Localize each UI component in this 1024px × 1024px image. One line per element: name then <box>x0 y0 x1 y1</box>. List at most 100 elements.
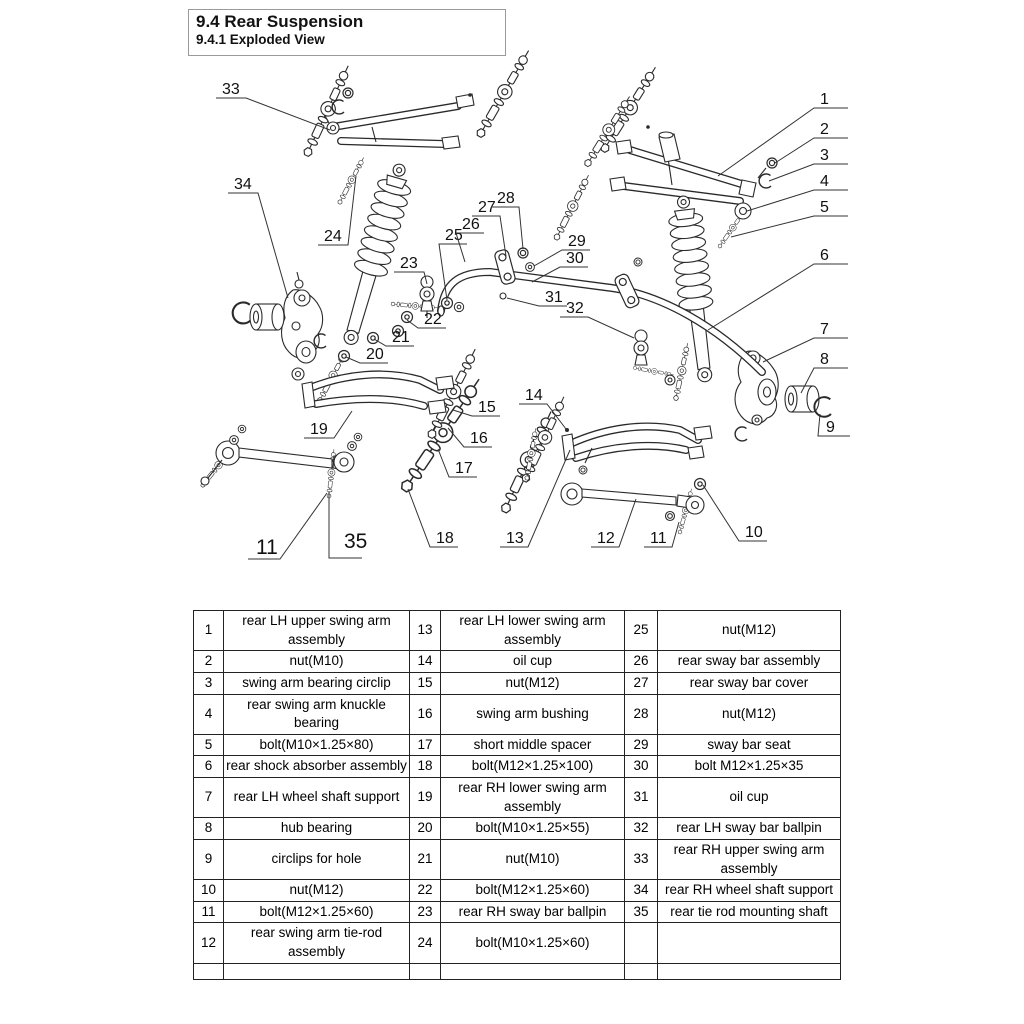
part-num-cell: 31 <box>624 776 658 819</box>
callout-13: 13 <box>500 449 571 548</box>
part-desc-cell: nut(M10) <box>440 838 625 881</box>
part-desc-cell: rear sway bar assembly <box>657 650 841 673</box>
leader-line <box>373 338 414 347</box>
leader-line <box>447 427 492 448</box>
callout-1-label: 1 <box>820 91 829 108</box>
part-num-cell: 24 <box>409 922 441 964</box>
callout-32-label: 32 <box>566 300 584 317</box>
part-num-cell: 12 <box>193 922 224 964</box>
callout-31: 31 <box>506 289 567 307</box>
right-lower-swing-arm <box>561 422 713 462</box>
section-title-box: 9.4 Rear Suspension 9.4.1 Exploded View <box>188 9 506 56</box>
part-desc-cell: rear tie rod mounting shaft <box>657 900 841 924</box>
part-desc-cell <box>440 962 625 980</box>
callout-5-label: 5 <box>820 199 829 216</box>
callout-18-label: 18 <box>436 530 454 547</box>
leader-line <box>304 410 353 439</box>
callout-24-label: 24 <box>324 228 342 245</box>
callout-34: 34 <box>228 176 289 299</box>
callout-34-label: 34 <box>234 176 252 193</box>
callout-35-label: 35 <box>344 530 367 553</box>
part-num-cell: 33 <box>624 838 658 881</box>
section-title: 9.4 Rear Suspension <box>196 12 364 31</box>
leader-line <box>644 521 680 548</box>
right-upper-swing-arm <box>609 125 767 205</box>
leader-line <box>533 249 590 267</box>
callout-19: 19 <box>304 410 353 439</box>
callout-6-label: 6 <box>820 247 829 264</box>
callout-4-label: 4 <box>820 173 829 190</box>
part-desc-cell: rear RH upper swing arm assembly <box>657 838 841 881</box>
leader-line <box>591 498 637 548</box>
part-num-cell: 16 <box>409 693 441 735</box>
part-num-cell: 34 <box>624 879 658 902</box>
part-desc-cell: bolt(M12×1.25×60) <box>440 879 625 902</box>
callout-33-label: 33 <box>222 81 240 98</box>
leader-line <box>800 367 848 394</box>
callout-29: 29 <box>533 233 590 267</box>
callout-35: 35 <box>328 492 367 559</box>
callout-8: 8 <box>800 351 848 394</box>
part-desc-cell: bolt(M10×1.25×80) <box>223 733 410 757</box>
callout-27: 27 <box>472 199 507 257</box>
callout-25: 25 <box>438 227 467 301</box>
callout-8-label: 8 <box>820 351 829 368</box>
callout-30: 30 <box>531 250 588 283</box>
part-desc-cell: short middle spacer <box>440 733 625 757</box>
part-desc-cell: bolt(M10×1.25×55) <box>440 817 625 840</box>
callout-11-right-label: 11 <box>650 530 667 547</box>
part-num-cell: 22 <box>409 879 441 902</box>
callout-25-label: 25 <box>445 227 463 244</box>
leader-line <box>762 337 848 363</box>
part-num-cell: 5 <box>193 733 224 757</box>
small-hardware <box>331 87 778 522</box>
callout-11-left-label: 11 <box>256 536 278 559</box>
callout-3: 3 <box>768 147 848 182</box>
leader-line <box>452 409 500 417</box>
callout-32: 32 <box>560 300 635 339</box>
callout-2: 2 <box>774 121 848 164</box>
callout-11-right: 11 <box>644 521 680 548</box>
callout-23-label: 23 <box>400 255 418 272</box>
part-num-cell: 30 <box>624 755 658 778</box>
leader-line <box>560 316 635 339</box>
leader-line <box>768 163 848 182</box>
part-num-cell: 13 <box>409 609 441 652</box>
part-num-cell: 2 <box>193 650 224 673</box>
part-desc-cell: hub bearing <box>223 817 410 840</box>
leader-line <box>730 215 848 238</box>
leader-line <box>248 492 328 560</box>
callout-9: 9 <box>817 413 850 437</box>
part-desc-cell: rear RH lower swing arm assembly <box>440 776 625 819</box>
part-num-cell: 18 <box>409 755 441 778</box>
callout-24: 24 <box>318 175 357 246</box>
right-shock-absorber <box>665 193 723 385</box>
callout-29-label: 29 <box>568 233 586 250</box>
callout-2-label: 2 <box>820 121 829 138</box>
leader-line <box>472 215 507 257</box>
part-desc-cell: rear sway bar cover <box>657 671 841 695</box>
part-num-cell: 21 <box>409 838 441 881</box>
part-num-cell: 28 <box>624 693 658 735</box>
callout-22: 22 <box>406 311 446 329</box>
leader-line <box>455 232 484 263</box>
callout-19-label: 19 <box>310 421 328 438</box>
callout-20-label: 20 <box>366 346 384 363</box>
callout-5: 5 <box>730 199 848 238</box>
callout-22-label: 22 <box>424 311 442 328</box>
callout-33: 33 <box>216 81 331 131</box>
part-desc-cell: rear RH sway bar ballpin <box>440 900 625 924</box>
left-sway-bar-ballpin <box>419 275 435 318</box>
part-num-cell: 3 <box>193 671 224 695</box>
leader-line <box>774 137 848 164</box>
part-num-cell: 4 <box>193 693 224 735</box>
leader-line <box>406 319 446 329</box>
right-sway-bar-ballpin <box>633 329 649 366</box>
